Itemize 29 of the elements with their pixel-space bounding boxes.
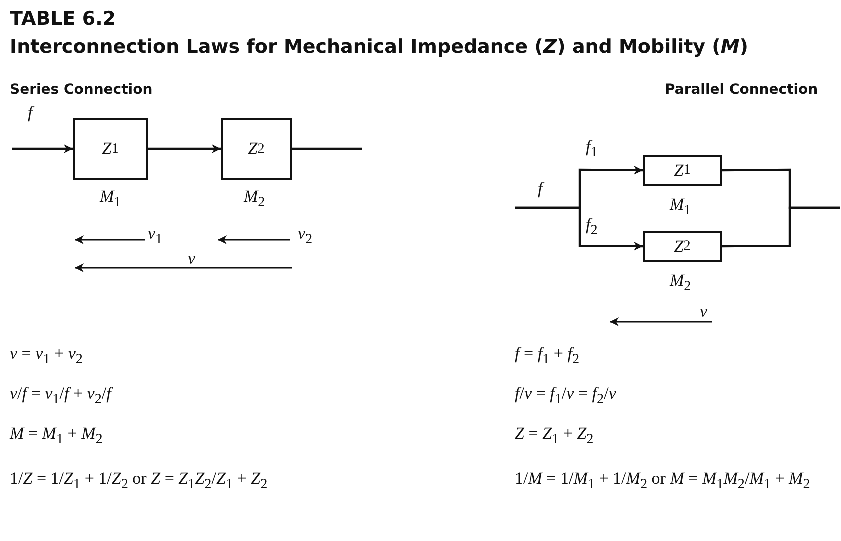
mobility-label: M$_{1}$ [100, 188, 122, 210]
section-heading: Series Connection [10, 82, 153, 98]
connector-line [722, 206, 840, 248]
section-heading: Parallel Connection [665, 82, 818, 98]
connector-line [515, 206, 643, 251]
equation: Z = Z$_{1}$ + Z$_{2}$ [515, 425, 594, 447]
velocity-label: v$_{2}$ [298, 225, 313, 247]
connector-line [148, 144, 221, 154]
velocity-label: v [188, 250, 196, 267]
mobility-label: M$_{1}$ [670, 196, 692, 218]
edge-label: f$_{1}$ [586, 138, 598, 160]
edge-label: f$_{2}$ [586, 216, 598, 238]
equation: 1/Z = 1/Z$_{1}$ + 1/Z$_{2}$ or Z = Z$_{1}$Z$_{2}$/Z$_{1}$ + Z$_{2}$ [10, 470, 268, 492]
force-label: f [538, 180, 543, 197]
connector-line [292, 148, 362, 150]
velocity-label: v$_{1}$ [148, 225, 163, 247]
equation: M = M$_{1}$ + M$_{2}$ [10, 425, 103, 447]
connector-line [12, 144, 73, 154]
equation: v/f = v$_{1}$/f + v$_{2}$/f [10, 385, 112, 407]
velocity-label: v [700, 303, 708, 320]
mobility-label: M$_{2}$ [244, 188, 266, 210]
edge-label: f [28, 104, 33, 121]
equation: v = v$_{1}$ + v$_{2}$ [10, 345, 83, 367]
table-number: TABLE 6.2 [10, 8, 116, 30]
equation: 1/M = 1/M$_{1}$ + 1/M$_{2}$ or M = M$_{1}$M$_{2}$/M$_{1}$ + M$_{2}$ [515, 470, 810, 492]
table-title: Interconnection Laws for Mechanical Impedance (Z) and Mobility (M) [10, 36, 748, 58]
equation: f/v = f$_{1}$/v = f$_{2}$/v [515, 385, 616, 407]
mobility-label: M$_{2}$ [670, 272, 692, 294]
equation: f = f$_{1}$ + f$_{2}$ [515, 345, 580, 367]
